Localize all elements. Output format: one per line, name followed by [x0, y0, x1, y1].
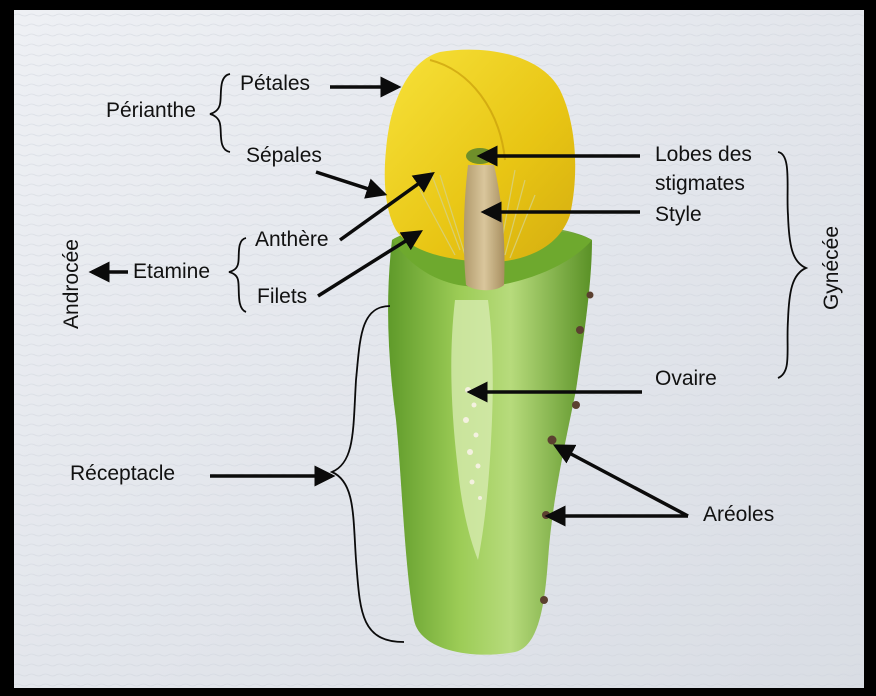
label-areoles: Aréoles: [703, 503, 774, 526]
label-lobes-line2: stigmates: [655, 172, 745, 195]
label-perianthe: Périanthe: [106, 99, 196, 122]
label-sepales: Sépales: [246, 144, 322, 167]
label-gynecee: Gynécée: [820, 226, 843, 310]
label-androcee: Androcée: [60, 239, 83, 329]
label-ovaire: Ovaire: [655, 367, 717, 390]
label-receptacle: Réceptacle: [70, 462, 175, 485]
label-petales: Pétales: [240, 72, 310, 95]
label-filets: Filets: [257, 285, 307, 308]
label-style: Style: [655, 203, 702, 226]
label-anthere: Anthère: [255, 228, 329, 251]
label-etamine: Etamine: [133, 260, 210, 283]
label-lobes-line1: Lobes des: [655, 143, 752, 166]
